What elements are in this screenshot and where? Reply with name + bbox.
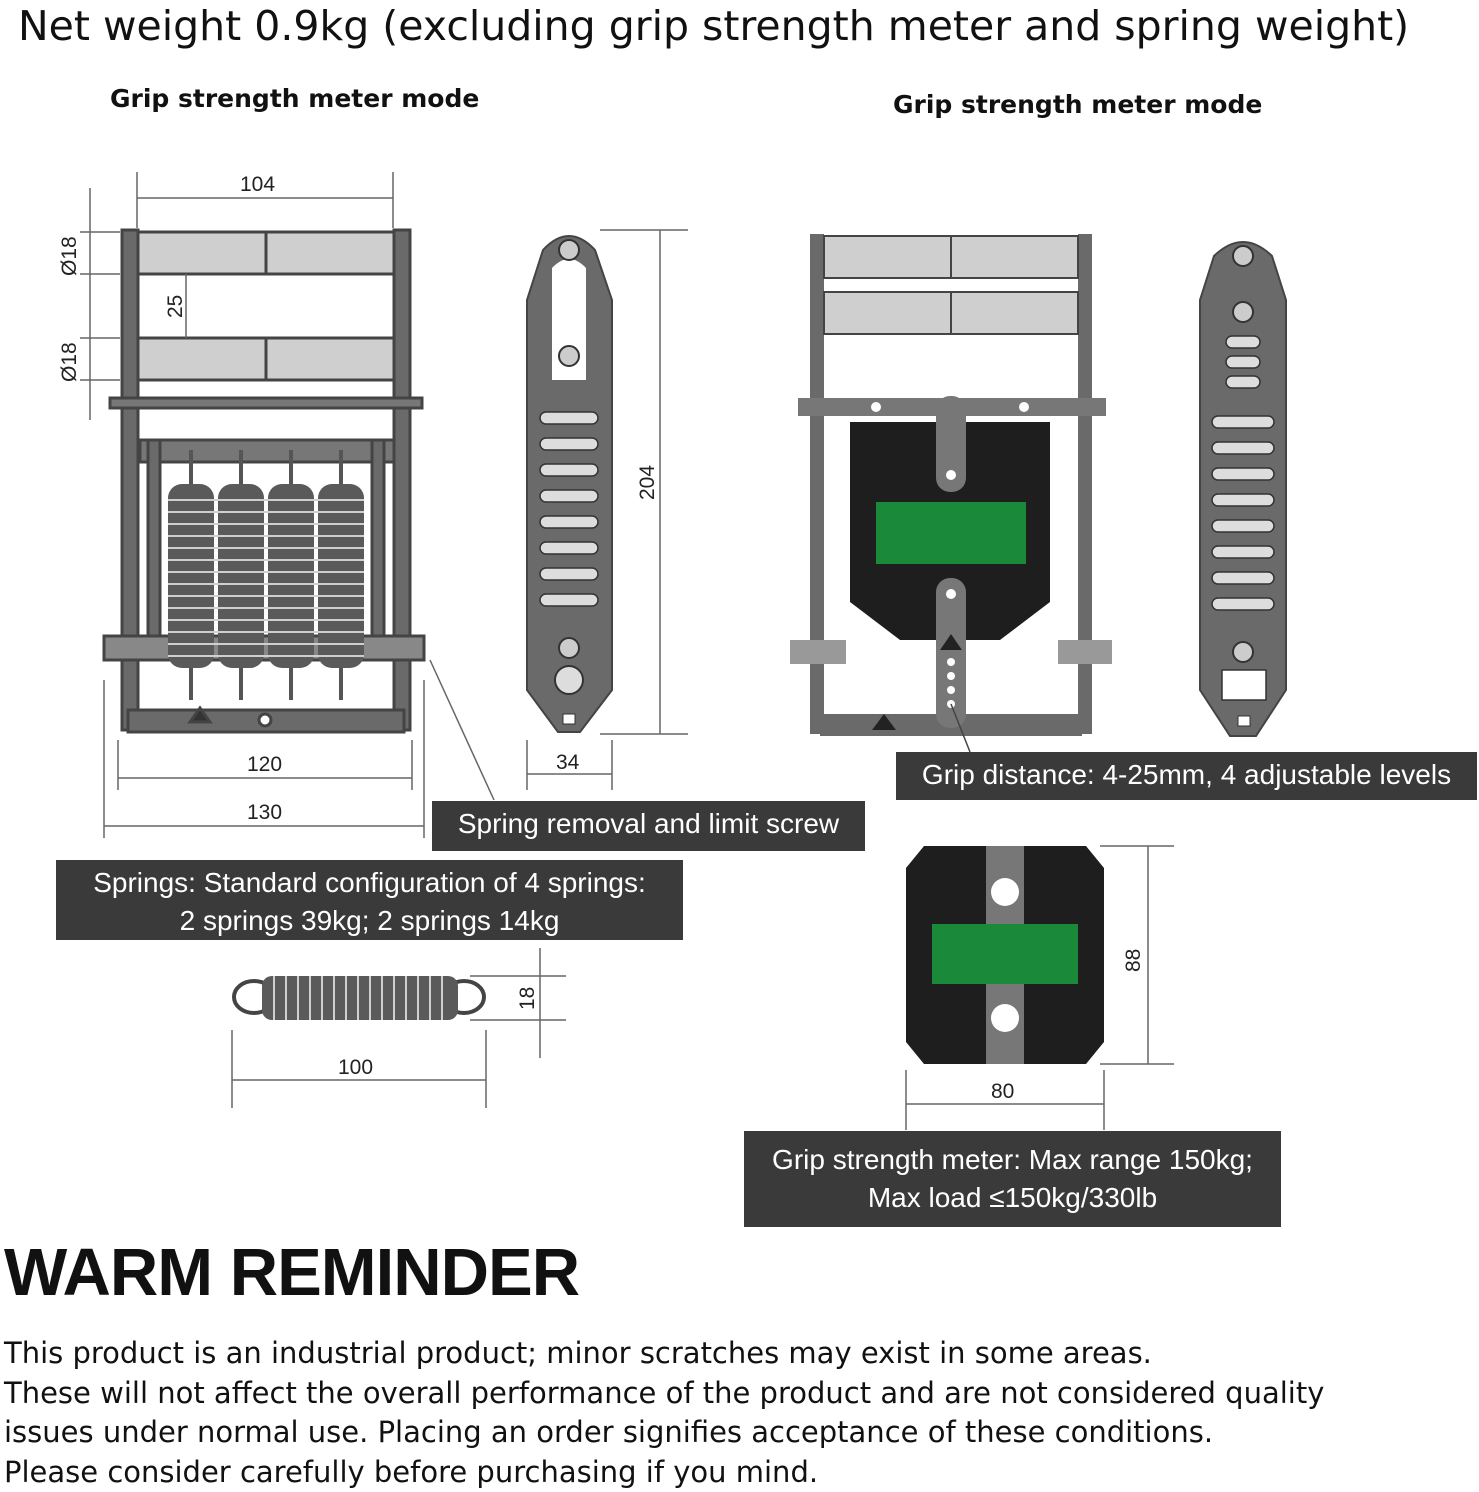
left-mode-title: Grip strength meter mode [110,84,480,113]
spring-detail [232,976,486,1020]
dim-inner-width: 120 [247,753,282,776]
right-mode-title: Grip strength meter mode [893,90,1263,119]
technical-drawing: 104 Ø18 25 Ø18 120 130 204 34 [58,172,1287,1130]
dim-height: 204 [636,465,659,500]
dim-handle-dia-2: Ø18 [58,342,81,382]
dimension-lines-spring [231,948,566,1108]
callout-springs-line2: 2 springs 39kg; 2 springs 14kg [179,905,560,936]
callout-grip-distance-text: Grip distance: 4-25mm, 4 adjustable leve… [921,759,1452,790]
dim-handle-dia-1: Ø18 [58,236,81,276]
callout-meter-line2: Max load ≤150kg/330lb [867,1182,1158,1213]
side-view-left [526,235,613,733]
dim-meter-width: 80 [991,1080,1014,1103]
springs [168,450,364,700]
dim-width-top: 104 [240,173,275,196]
dim-outer-width: 130 [247,801,282,824]
dimension-lines-left [80,172,495,838]
dim-handle-gap: 25 [164,295,187,318]
callout-spring-screw: Spring removal and limit screw [432,801,865,851]
warm-line-3: issues under normal use. Placing an orde… [4,1415,1214,1449]
callout-grip-distance: Grip distance: 4-25mm, 4 adjustable leve… [896,752,1477,800]
warm-reminder-body: This product is an industrial product; m… [4,1334,1474,1492]
dimension-lines-meter [905,845,1174,1130]
side-view-right [1199,241,1287,737]
headline: Net weight 0.9kg (excluding grip strengt… [18,2,1410,50]
front-view-meter [790,234,1112,753]
warm-line-4: Please consider carefully before purchas… [4,1454,819,1489]
callout-spring-screw-text: Spring removal and limit screw [457,808,840,839]
dim-side-thickness: 34 [556,751,580,774]
warm-reminder-title: WARM REMINDER [4,1235,580,1310]
callout-meter: Grip strength meter: Max range 150kg; Ma… [744,1131,1281,1227]
dim-meter-height: 88 [1122,949,1145,972]
warm-line-1: This product is an industrial product; m… [4,1336,1152,1370]
callout-springs-line1: Springs: Standard configuration of 4 spr… [93,867,646,898]
dimension-lines-side [526,229,688,790]
dim-spring-dia: 18 [516,987,539,1010]
meter-detail [906,846,1104,1064]
callout-meter-line1: Grip strength meter: Max range 150kg; [772,1144,1253,1175]
warm-line-2: These will not affect the overall perfor… [4,1375,1325,1410]
callout-springs: Springs: Standard configuration of 4 spr… [56,860,683,940]
dim-spring-length: 100 [338,1056,373,1079]
